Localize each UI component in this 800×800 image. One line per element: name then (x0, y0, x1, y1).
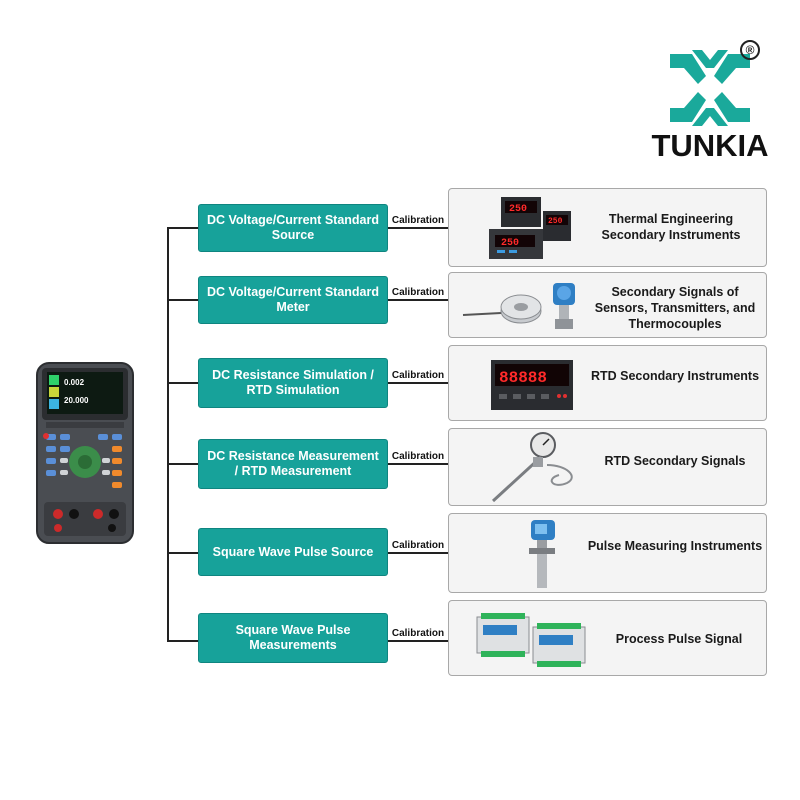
svg-text:250: 250 (548, 217, 563, 226)
target-label: Secondary Signals of Sensors, Transmitte… (594, 285, 756, 331)
connector-line (388, 299, 448, 301)
target-box-rtd-signals: RTD Secondary Signals (448, 428, 767, 506)
target-box-secondary-signals: Secondary Signals of Sensors, Transmitte… (448, 272, 767, 338)
calibration-label: Calibration (389, 451, 447, 462)
branch-line (167, 640, 199, 642)
branch-line (167, 382, 199, 384)
target-label: Thermal Engineering Secondary Instrument… (601, 212, 741, 242)
svg-text:88888: 88888 (499, 369, 547, 387)
connector-line (388, 552, 448, 554)
function-box-dc-source: DC Voltage/Current Standard Source (198, 204, 388, 252)
branch-line (167, 552, 199, 554)
panel-meters-icon: 250 250 250 (489, 197, 571, 259)
svg-text:250: 250 (509, 204, 527, 215)
connector-line (388, 227, 448, 229)
target-box-rtd-instruments: 88888 RTD Secondary Instruments (448, 345, 767, 421)
function-box-pulse-source: Square Wave Pulse Source (198, 528, 388, 576)
bimetal-thermometer-icon (491, 432, 573, 503)
connector-line (388, 382, 448, 384)
device-reading-2: 20.000 (64, 396, 89, 405)
branch-line (167, 227, 199, 229)
calibration-label: Calibration (389, 628, 447, 639)
process-calibrator-device: 0.002 20.000 (36, 362, 134, 544)
calibration-label: Calibration (389, 540, 447, 551)
device-reading-1: 0.002 (64, 378, 85, 387)
calibration-label: Calibration (389, 370, 447, 381)
brand-name: TUNKIA (651, 128, 769, 163)
calibration-label: Calibration (389, 215, 447, 226)
registered-mark: ® (740, 40, 760, 60)
branch-line (167, 463, 199, 465)
target-box-process-pulse: Process Pulse Signal (448, 600, 767, 676)
function-box-pulse-meas: Square Wave Pulse Measurements (198, 613, 388, 663)
tunkia-logo: ® TUNKIA (648, 38, 778, 168)
connector-line (388, 640, 448, 642)
function-box-dc-meter: DC Voltage/Current Standard Meter (198, 276, 388, 324)
target-label: Process Pulse Signal (615, 632, 743, 646)
digital-display-icon: 88888 (491, 360, 573, 410)
connector-line (388, 463, 448, 465)
target-label: Pulse Measuring Instruments (587, 539, 763, 553)
target-label: RTD Secondary Signals (604, 454, 746, 468)
load-cell-transmitter-icon (462, 283, 575, 329)
signal-modules-icon (476, 613, 586, 667)
tree-trunk-line (167, 228, 169, 642)
calibration-label: Calibration (389, 287, 447, 298)
branch-line (167, 299, 199, 301)
function-box-resistance-sim: DC Resistance Simulation / RTD Simulatio… (198, 358, 388, 408)
level-sensor-icon (529, 520, 555, 588)
function-box-resistance-meas: DC Resistance Measurement / RTD Measurem… (198, 439, 388, 489)
svg-text:250: 250 (501, 238, 519, 249)
target-box-thermal: 250 250 250 Thermal Engineering Secondar… (448, 188, 767, 267)
target-label: RTD Secondary Instruments (590, 369, 760, 383)
tunkia-logo-mark-icon (670, 50, 750, 126)
target-box-pulse-instruments: Pulse Measuring Instruments (448, 513, 767, 593)
